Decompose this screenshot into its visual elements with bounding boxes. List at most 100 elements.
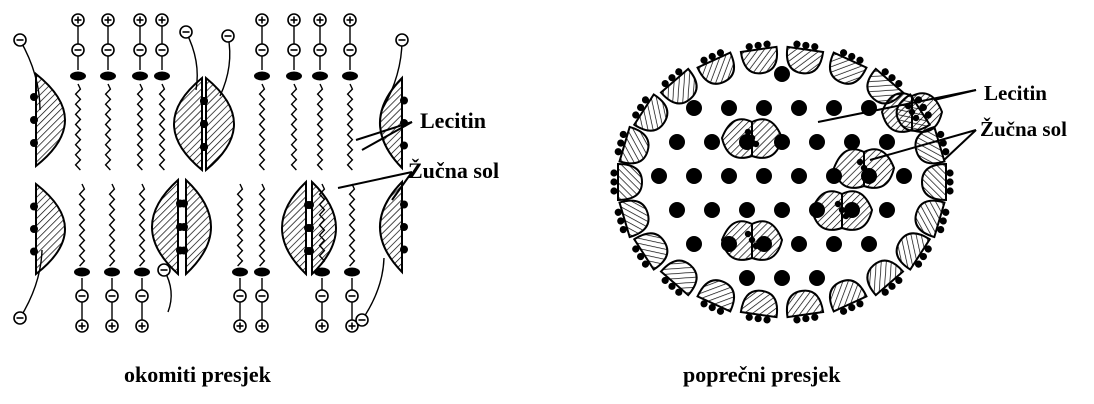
- minus-charge-icon: [134, 44, 146, 56]
- lecithin-head-dot: [774, 270, 790, 286]
- lecithin-head-dot: [686, 236, 702, 252]
- lecithin-molecule-bottom: [254, 184, 270, 332]
- lecithin-head-dot: [844, 134, 860, 150]
- minus-charge-icon: [102, 44, 114, 56]
- lecithin-head-dot: [791, 100, 807, 116]
- lecithin-molecule-bottom: [74, 184, 90, 332]
- minus-charge-icon: [396, 34, 408, 46]
- plus-charge-icon: [316, 320, 328, 332]
- minus-charge-icon: [356, 314, 368, 326]
- lecithin-molecule-bottom: [104, 184, 120, 332]
- minus-charge-icon: [234, 290, 246, 302]
- plus-charge-icon: [156, 14, 168, 26]
- lecithin-head-dot: [721, 100, 737, 116]
- minus-charge-icon: [136, 290, 148, 302]
- right-label-bile-salt: Žučna sol: [980, 117, 1067, 141]
- lecithin-head-dot: [826, 236, 842, 252]
- lecithin-head-dot: [774, 66, 790, 82]
- lecithin-head-dot: [861, 236, 877, 252]
- lecithin-head-dot: [791, 168, 807, 184]
- plus-charge-icon: [256, 320, 268, 332]
- bile-salt-molecule: [824, 275, 870, 319]
- lecithin-head-dot: [896, 168, 912, 184]
- bile-salt-pair: [812, 191, 872, 230]
- lecithin-molecule-top: [132, 14, 148, 170]
- plus-charge-icon: [134, 14, 146, 26]
- lecithin-head-dot: [686, 100, 702, 116]
- left-label-lecithin: Lecitin: [420, 108, 486, 133]
- plus-charge-icon: [314, 14, 326, 26]
- bile-salt-molecule: [694, 275, 740, 319]
- plus-charge-icon: [234, 320, 246, 332]
- lecithin-molecule-bottom: [134, 184, 150, 332]
- minus-charge-icon: [76, 290, 88, 302]
- lecithin-head-dot: [879, 202, 895, 218]
- plus-charge-icon: [76, 320, 88, 332]
- lecithin-molecule-top: [286, 14, 302, 170]
- bile-salt-molecule: [694, 46, 740, 90]
- plus-charge-icon: [72, 14, 84, 26]
- minus-charge-icon: [14, 34, 26, 46]
- lecithin-head-dot: [721, 168, 737, 184]
- bile-salt-molecule: [740, 39, 780, 75]
- bile-salt-molecule: [30, 74, 65, 166]
- bile-salt-pair: [722, 221, 782, 260]
- lecithin-head-dot: [704, 134, 720, 150]
- right-label-lecithin: Lecitin: [984, 81, 1047, 105]
- minus-charge-icon: [222, 30, 234, 42]
- bile-salt-molecule: [824, 46, 870, 90]
- plus-charge-icon: [102, 14, 114, 26]
- lecithin-head-dot: [809, 134, 825, 150]
- lecithin-molecule-side: [158, 264, 171, 312]
- bile-salt-molecule: [306, 182, 336, 274]
- lecithin-molecule-top: [312, 14, 328, 170]
- minus-charge-icon: [180, 26, 192, 38]
- caption-cross-section: poprečni presjek: [683, 362, 840, 388]
- lecithin-head-dot: [756, 168, 772, 184]
- lecithin-molecule-top: [154, 14, 170, 170]
- cross-section: [610, 39, 953, 324]
- plus-charge-icon: [256, 14, 268, 26]
- bile-salt-molecule: [784, 288, 824, 324]
- lecithin-molecule-top: [342, 14, 358, 170]
- bile-salt-molecule: [380, 78, 408, 168]
- lecithin-head-dot: [651, 168, 667, 184]
- plus-charge-icon: [344, 14, 356, 26]
- lecithin-molecule-side: [356, 258, 384, 326]
- minus-charge-icon: [106, 290, 118, 302]
- lecithin-head-dot: [686, 168, 702, 184]
- minus-charge-icon: [344, 44, 356, 56]
- left-label-bile-salt: Žučna sol: [408, 158, 499, 183]
- lecithin-head-dot: [809, 270, 825, 286]
- lecithin-molecule-side: [180, 26, 197, 90]
- plus-charge-icon: [136, 320, 148, 332]
- bile-salt-molecule: [180, 180, 211, 274]
- lecithin-head-dot: [669, 134, 685, 150]
- minus-charge-icon: [346, 290, 358, 302]
- caption-vertical-section: okomiti presjek: [124, 362, 271, 388]
- lecithin-head-dot: [774, 202, 790, 218]
- minus-charge-icon: [316, 290, 328, 302]
- lecithin-molecule-top: [254, 14, 270, 170]
- bile-salt-molecule: [30, 184, 65, 274]
- vertical-section: [14, 14, 408, 332]
- lecithin-head-dot: [756, 100, 772, 116]
- bile-salt-molecule: [922, 164, 954, 200]
- lecithin-molecule-side: [220, 30, 234, 96]
- bile-salt-molecule: [152, 180, 184, 274]
- minus-charge-icon: [256, 290, 268, 302]
- bile-salt-molecule: [740, 288, 780, 324]
- lecithin-head-dot: [739, 202, 755, 218]
- plus-charge-icon: [106, 320, 118, 332]
- bile-salt-molecule: [610, 164, 642, 200]
- plus-charge-icon: [288, 14, 300, 26]
- minus-charge-icon: [288, 44, 300, 56]
- lecithin-molecule-top: [70, 14, 86, 170]
- lecithin-head-dot: [791, 236, 807, 252]
- lecithin-head-dot: [669, 202, 685, 218]
- minus-charge-icon: [158, 264, 170, 276]
- lecithin-head-dot: [826, 100, 842, 116]
- minus-charge-icon: [14, 312, 26, 324]
